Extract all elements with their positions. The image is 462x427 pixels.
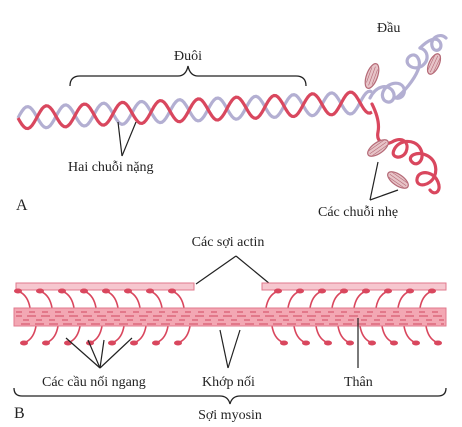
cross-bridge-head xyxy=(130,340,138,346)
cross-bridge-head xyxy=(102,288,110,294)
cross-bridge-arm xyxy=(41,291,53,309)
cross-bridge-arm xyxy=(331,291,343,309)
hinge-pointer xyxy=(219,329,241,369)
cross-bridge-head xyxy=(434,340,442,346)
cross-bridge-head xyxy=(302,340,310,346)
cross-bridge-head xyxy=(14,288,22,294)
panel-b: Các sợi actin Các cầu nối ngang Khớp nối… xyxy=(13,235,447,423)
cross-bridge-arm xyxy=(113,325,125,343)
cross-bridge-arm xyxy=(287,291,299,309)
cross-bridge-arm xyxy=(271,325,283,343)
cross-bridge-arm xyxy=(293,325,305,343)
light-chain-3 xyxy=(367,139,389,157)
heavy-chain-helix xyxy=(16,89,373,131)
cross-bridge-head xyxy=(42,340,50,346)
cross-bridge-arm xyxy=(359,325,371,343)
cross-bridge-arm xyxy=(397,291,409,309)
cross-bridge-head xyxy=(406,288,414,294)
cross-bridge-head xyxy=(168,288,176,294)
cross-bridge-arm xyxy=(403,325,415,343)
cross-bridge-arm xyxy=(265,291,277,309)
cross-bridge-arm xyxy=(135,325,147,343)
cross-bridge-head xyxy=(80,288,88,294)
cross-bridge-head xyxy=(174,340,182,346)
cross-bridges xyxy=(14,288,442,346)
body-label: Thân xyxy=(344,375,373,390)
cross-bridge-arm xyxy=(309,291,321,309)
cross-bridge-head xyxy=(428,288,436,294)
myosin-label: Sợi myosin xyxy=(198,408,262,423)
light-chain-2 xyxy=(426,53,442,75)
heavy-chain-red xyxy=(16,90,373,131)
cross-bridge-arm xyxy=(47,325,59,343)
cross-bridge-arm xyxy=(69,325,81,343)
cross-bridge-head xyxy=(346,340,354,346)
light-chains-label: Các chuỗi nhẹ xyxy=(318,205,398,220)
cross-bridge-head xyxy=(152,340,160,346)
cross-bridge-arm xyxy=(129,291,141,309)
cross-bridge-head xyxy=(86,340,94,346)
cross-bridge-arm xyxy=(63,291,75,309)
heavy-chain-lavender xyxy=(16,89,373,130)
tail-bracket xyxy=(69,65,307,87)
cross-bridge-arm xyxy=(425,325,437,343)
myosin-filament-texture xyxy=(16,311,444,325)
cross-bridge-head xyxy=(390,340,398,346)
cross-bridge-arm xyxy=(91,325,103,343)
cross-bridge-arm xyxy=(315,325,327,343)
light-chains xyxy=(364,53,442,189)
cross-bridge-head xyxy=(124,288,132,294)
cross-bridge-head xyxy=(340,288,348,294)
cross-bridge-head xyxy=(36,288,44,294)
cross-bridge-arm xyxy=(353,291,365,309)
cross-bridge-arm xyxy=(151,291,163,309)
myosin-thick-filament xyxy=(13,307,447,327)
cross-bridge-arm xyxy=(381,325,393,343)
cross-bridge-arm xyxy=(179,325,191,343)
cross-bridges-pointer xyxy=(65,337,133,369)
light-chain-4 xyxy=(387,171,409,189)
cross-bridges-label: Các cầu nối ngang xyxy=(42,375,146,390)
heavy-chains-pointer xyxy=(117,121,137,157)
cross-bridge-arm xyxy=(419,291,431,309)
cross-bridge-head xyxy=(274,288,282,294)
cross-bridge-head xyxy=(108,340,116,346)
head-label: Đầu xyxy=(377,21,400,36)
cross-bridge-head xyxy=(362,288,370,294)
cross-bridge-arm xyxy=(19,291,31,309)
cross-bridge-head xyxy=(412,340,420,346)
light-chains-pointer xyxy=(369,161,399,201)
panel-b-letter: B xyxy=(14,405,25,422)
cross-bridge-arm xyxy=(173,291,185,309)
actin-label: Các sợi actin xyxy=(192,235,265,250)
cross-bridge-head xyxy=(318,288,326,294)
tail-label: Đuôi xyxy=(174,49,202,64)
actin-filament-right xyxy=(261,282,447,291)
cross-bridge-head xyxy=(280,340,288,346)
cross-bridge-arm xyxy=(107,291,119,309)
cross-bridge-head xyxy=(324,340,332,346)
cross-bridge-arm xyxy=(337,325,349,343)
cross-bridge-head xyxy=(20,340,28,346)
head-red-chain xyxy=(370,102,441,195)
light-chain-1 xyxy=(364,63,380,89)
cross-bridge-head xyxy=(58,288,66,294)
actin-pointer xyxy=(195,255,271,285)
heavy-chains-label: Hai chuỗi nặng xyxy=(68,160,154,175)
cross-bridge-head xyxy=(384,288,392,294)
head-coil xyxy=(368,33,448,104)
panel-a: Đuôi Đầu Hai chuỗi nặng xyxy=(16,21,448,220)
cross-bridge-arm xyxy=(25,325,37,343)
myosin-bracket xyxy=(13,387,447,405)
panel-a-letter: A xyxy=(16,197,28,214)
cross-bridge-arm xyxy=(157,325,169,343)
cross-bridge-arm xyxy=(85,291,97,309)
cross-bridge-head xyxy=(296,288,304,294)
cross-bridge-head xyxy=(368,340,376,346)
cross-bridge-head xyxy=(146,288,154,294)
hinge-label: Khớp nối xyxy=(202,375,255,390)
cross-bridge-arm xyxy=(375,291,387,309)
